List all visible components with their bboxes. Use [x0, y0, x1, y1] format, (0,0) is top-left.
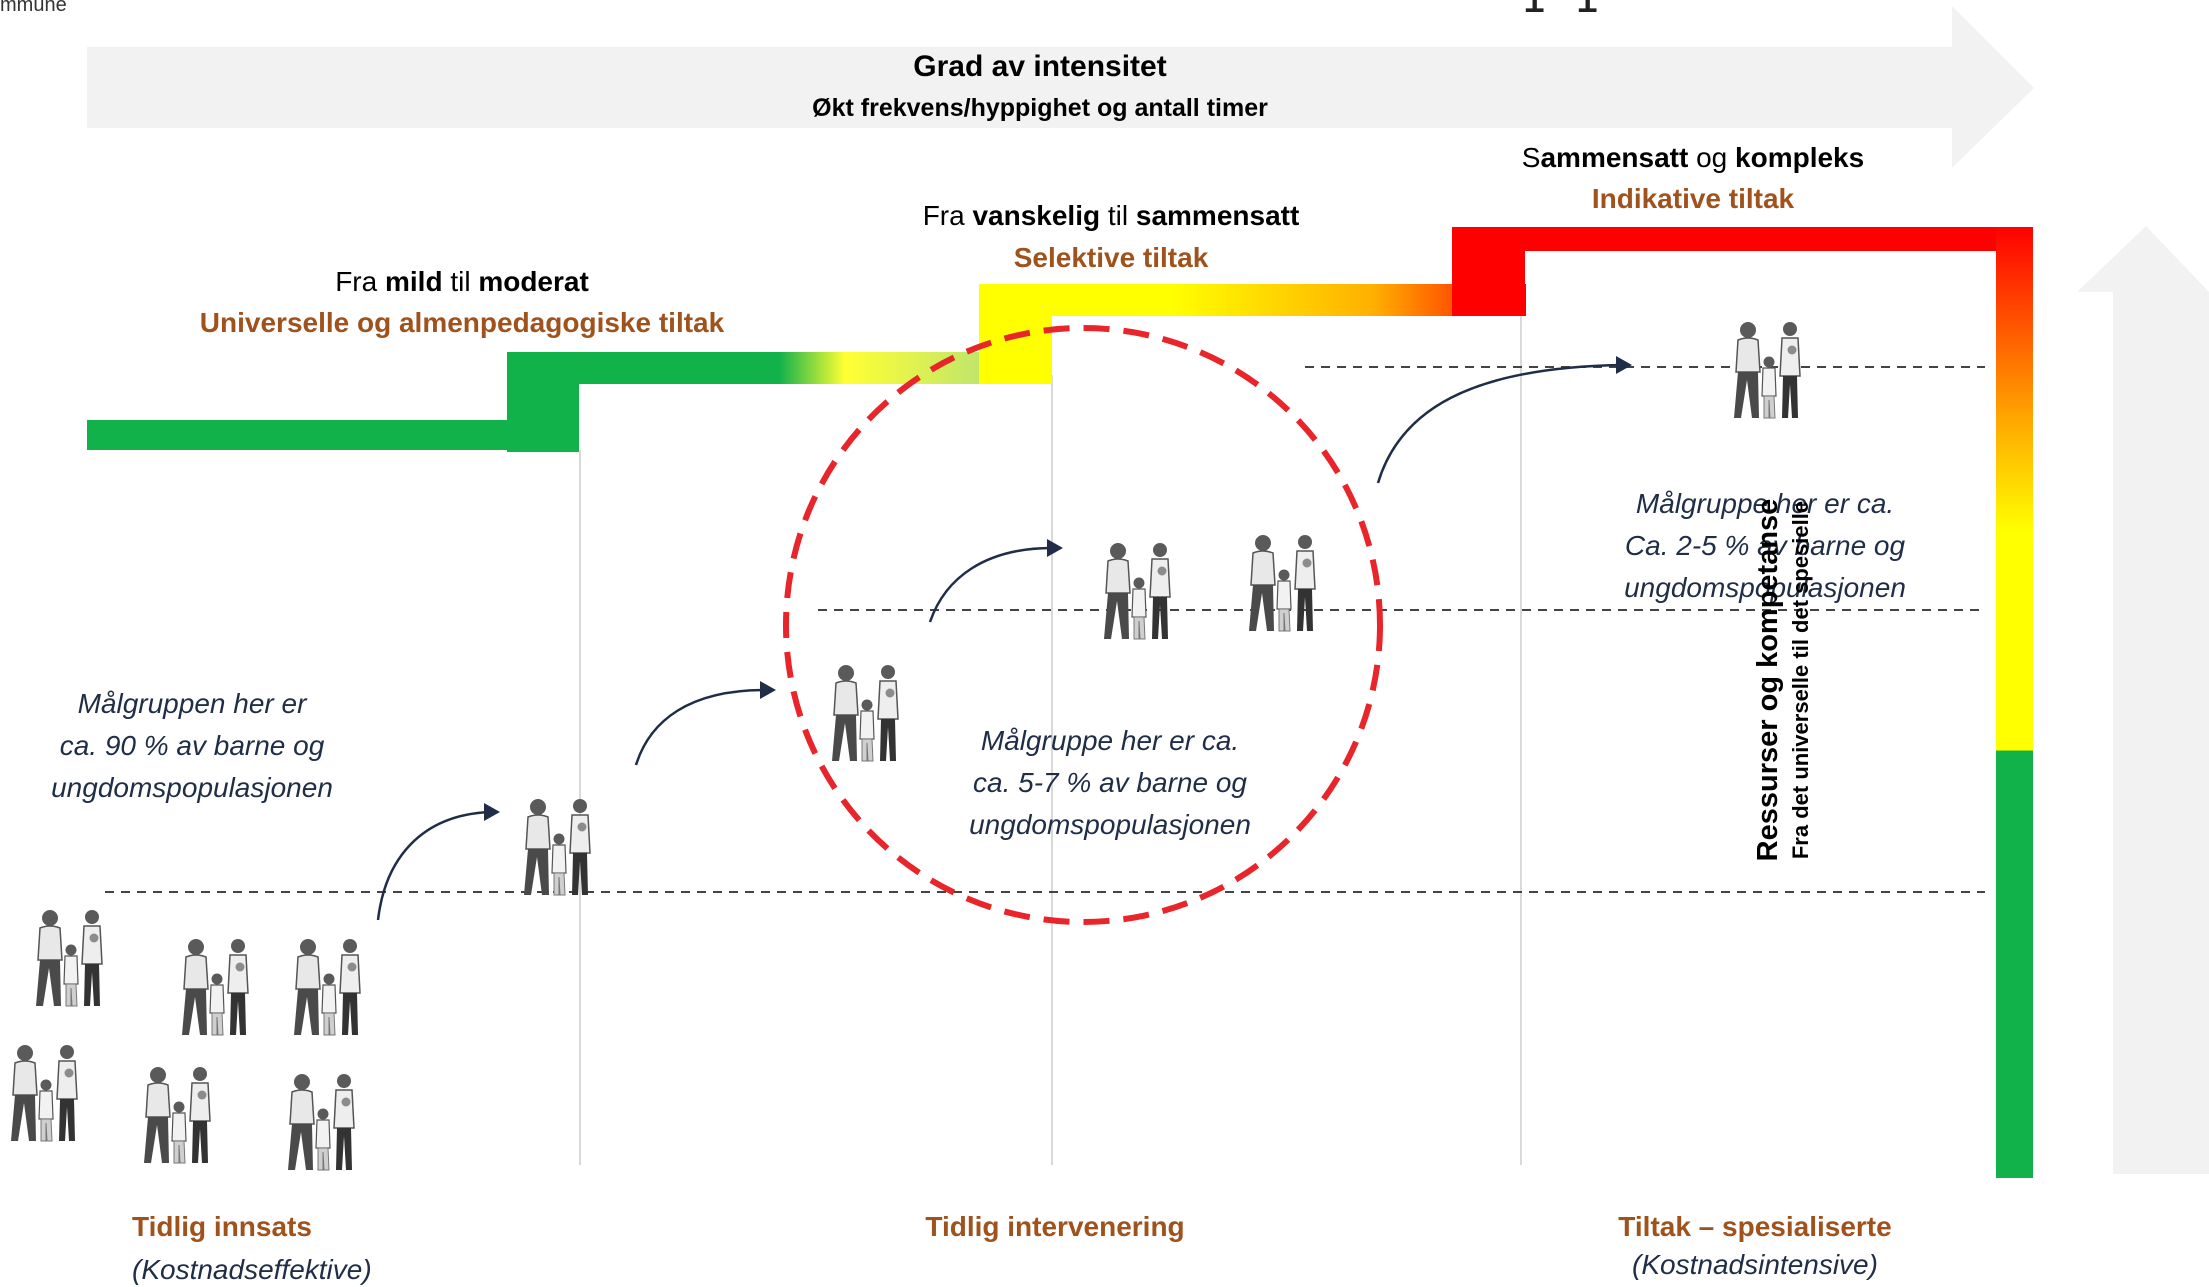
level-1-category: Universelle og almenpedagogiske tiltak	[199, 307, 725, 338]
intensity-arrow	[87, 6, 2034, 168]
focus-circle	[783, 325, 1383, 925]
step-2	[507, 352, 1052, 384]
family-icon	[35, 909, 103, 1007]
family-icon	[831, 664, 899, 762]
family-icon	[10, 1044, 78, 1142]
step-1	[87, 420, 507, 450]
corner-text: mmune	[0, 0, 67, 16]
level-2-category: Selektive tiltak	[1013, 242, 1209, 273]
target-group-2: Målgruppe her er ca.ca. 5-7 % av barne o…	[969, 725, 1251, 840]
bottom-label-3-title: Tiltak – spesialiserte	[1618, 1211, 1892, 1242]
family-icon	[1248, 534, 1316, 632]
level-3-category: Indikative tiltak	[1591, 183, 1795, 214]
curve-arrow-4	[1376, 363, 1621, 484]
vertical-scale-bar	[1996, 227, 2033, 1178]
bottom-label-2-title: Tidlig intervenering	[925, 1211, 1185, 1242]
curve-arrow-2	[634, 688, 766, 766]
family-icon	[181, 938, 249, 1036]
family-icon	[1733, 321, 1801, 419]
bottom-label-1-title: Tidlig innsats	[132, 1211, 312, 1242]
family-icon	[287, 1073, 355, 1171]
level-3-heading: Sammensatt og kompleks	[1521, 142, 1865, 173]
intensity-subtitle: Økt frekvens/hyppighet og antall timer	[812, 94, 1268, 122]
resources-arrow	[2077, 226, 2209, 1174]
intensity-title: Grad av intensitet	[913, 50, 1167, 83]
corner-glyph: 1 1	[1520, 0, 1599, 23]
bottom-label-1-sub: (Kostnadseffektive)	[132, 1254, 372, 1285]
step-3	[979, 284, 1526, 316]
resources-subtitle: Fra det universelle til det spesielle	[1788, 500, 1813, 860]
family-icon	[293, 938, 361, 1036]
target-group-3: Målgruppe her er ca.Ca. 2-5 % av barne o…	[1624, 488, 1906, 603]
resources-title: Ressurser og kompetanse	[1752, 498, 1784, 862]
level-1-heading: Fra mild til moderat	[335, 266, 589, 297]
family-icon	[523, 798, 591, 896]
bottom-label-3-sub: (Kostnadsintensive)	[1632, 1249, 1878, 1280]
step-4	[1452, 227, 2032, 251]
family-icon	[1103, 542, 1171, 640]
curve-arrow-1	[376, 810, 491, 921]
curve-arrow-3	[928, 546, 1053, 623]
level-2-heading: Fra vanskelig til sammensatt	[922, 200, 1300, 231]
family-icon	[143, 1066, 211, 1164]
